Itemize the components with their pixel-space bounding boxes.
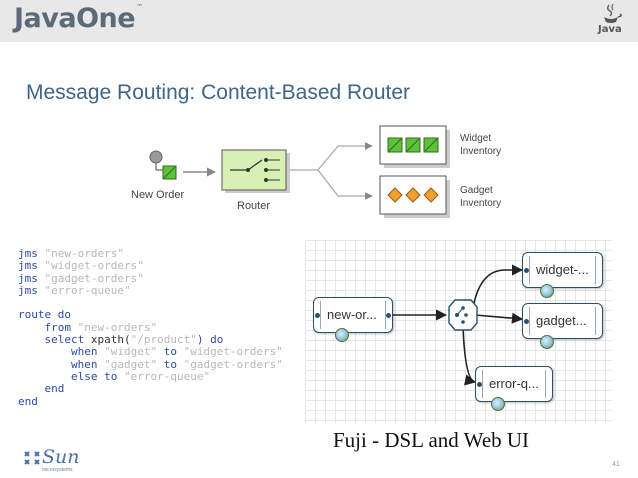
code-string: "widget" bbox=[104, 345, 158, 359]
sun-subtitle: microsystems bbox=[42, 467, 73, 473]
code-keyword: to bbox=[157, 357, 184, 371]
java-cup-icon: Java bbox=[596, 2, 626, 38]
new-order-label: New Order bbox=[131, 189, 185, 201]
code-string: "gadget" bbox=[104, 357, 158, 371]
slide-header: JavaOne™ Java bbox=[0, 0, 638, 42]
code-string: "error-queue" bbox=[44, 283, 131, 297]
router-diamond-icon bbox=[448, 299, 478, 331]
input-port-icon bbox=[524, 268, 529, 273]
sun-wordmark: Sun bbox=[42, 446, 80, 468]
code-keyword: when bbox=[18, 345, 105, 359]
code-line: select xpath("/product") do bbox=[18, 333, 283, 347]
router-label: Router bbox=[237, 200, 271, 212]
code-line: else to "error-queue" bbox=[18, 369, 283, 383]
code-line: jms "gadget-orders" bbox=[18, 271, 283, 285]
gadget-label-line2: Inventory bbox=[460, 198, 502, 209]
node-label: widget-... bbox=[529, 256, 596, 284]
code-string: "/product" bbox=[130, 333, 197, 347]
input-port-icon bbox=[315, 313, 320, 318]
code-line: end bbox=[18, 394, 283, 408]
input-port-icon bbox=[477, 382, 482, 387]
code-keyword: else to bbox=[18, 369, 124, 383]
code-line: jms "widget-orders" bbox=[18, 260, 283, 272]
page-number: 41 bbox=[612, 461, 620, 468]
gadget-branch-arrow bbox=[317, 169, 373, 200]
code-keyword: end bbox=[18, 394, 38, 408]
gadget-label-line1: Gadget bbox=[460, 185, 493, 196]
code-line: jms "new-orders" bbox=[18, 247, 283, 260]
code-keyword: jms bbox=[18, 259, 45, 273]
dsl-code-block: jms "new-orders"jms "widget-orders"jms "… bbox=[18, 247, 283, 408]
widget-label-line2: Inventory bbox=[460, 146, 502, 157]
code-keyword: ) do bbox=[196, 333, 224, 347]
java-wordmark: Java bbox=[598, 24, 622, 35]
code-keyword: jms bbox=[18, 247, 45, 260]
globe-badge-icon bbox=[540, 284, 554, 298]
code-line: jms "error-queue" bbox=[18, 283, 283, 297]
sun-logo-icon: Sun microsystems bbox=[22, 444, 82, 474]
code-line: from "new-orders" bbox=[18, 320, 283, 334]
slide-caption: Fuji - DSL and Web UI bbox=[333, 428, 530, 452]
web-ui-connectors bbox=[390, 264, 524, 386]
code-keyword: from bbox=[18, 320, 78, 334]
code-keyword: jms bbox=[18, 271, 45, 285]
code-keyword: jms bbox=[18, 283, 45, 297]
code-string: "new-orders" bbox=[44, 247, 124, 260]
node-error-queue[interactable]: error-q... bbox=[475, 366, 553, 402]
javaone-logo: JavaOne™ bbox=[14, 3, 143, 34]
code-keyword: end bbox=[18, 382, 65, 396]
code-string: "widget-orders" bbox=[183, 345, 283, 359]
globe-badge-icon bbox=[491, 397, 505, 411]
widget-branch-arrow bbox=[290, 142, 373, 171]
globe-badge-icon bbox=[335, 328, 349, 342]
code-string: "error-queue" bbox=[123, 369, 211, 383]
input-port-icon bbox=[524, 319, 529, 324]
widget-label-line1: Widget bbox=[460, 133, 492, 144]
node-label: error-q... bbox=[482, 370, 546, 398]
code-string: "gadget-orders" bbox=[44, 271, 144, 285]
node-new-orders[interactable]: new-or... bbox=[313, 297, 393, 333]
code-line: route do bbox=[18, 309, 283, 321]
code-line: end bbox=[18, 383, 283, 395]
code-keyword: route do bbox=[18, 308, 71, 322]
new-order-message-icon bbox=[149, 150, 177, 180]
logo-text: JavaOne bbox=[14, 3, 136, 34]
code-string: "gadget-orders" bbox=[183, 357, 283, 371]
code-string: "new-orders" bbox=[77, 320, 158, 334]
globe-badge-icon bbox=[540, 335, 554, 349]
widget-inventory-channel bbox=[379, 125, 450, 168]
code-token: xpath( bbox=[90, 333, 131, 347]
node-gadget-orders[interactable]: gadget... bbox=[522, 303, 603, 339]
code-keyword: select bbox=[18, 333, 91, 347]
router-switch-icon bbox=[221, 149, 290, 193]
code-line: when "widget" to "widget-orders" bbox=[18, 346, 283, 358]
code-keyword: to bbox=[157, 345, 184, 359]
code-line: when "gadget" to "gadget-orders" bbox=[18, 357, 283, 371]
code-keyword: when bbox=[18, 357, 105, 371]
slide-title: Message Routing: Content-Based Router bbox=[26, 81, 411, 104]
logo-trademark: ™ bbox=[136, 3, 143, 11]
gadget-inventory-channel bbox=[379, 175, 450, 218]
output-port-icon bbox=[386, 313, 391, 318]
fuji-web-ui-canvas: new-or... widget-... gadget... error-q..… bbox=[305, 240, 612, 423]
code-string: "widget-orders" bbox=[44, 259, 144, 273]
node-label: gadget... bbox=[529, 307, 596, 335]
node-label: new-or... bbox=[320, 301, 386, 329]
node-widget-orders[interactable]: widget-... bbox=[522, 252, 603, 288]
